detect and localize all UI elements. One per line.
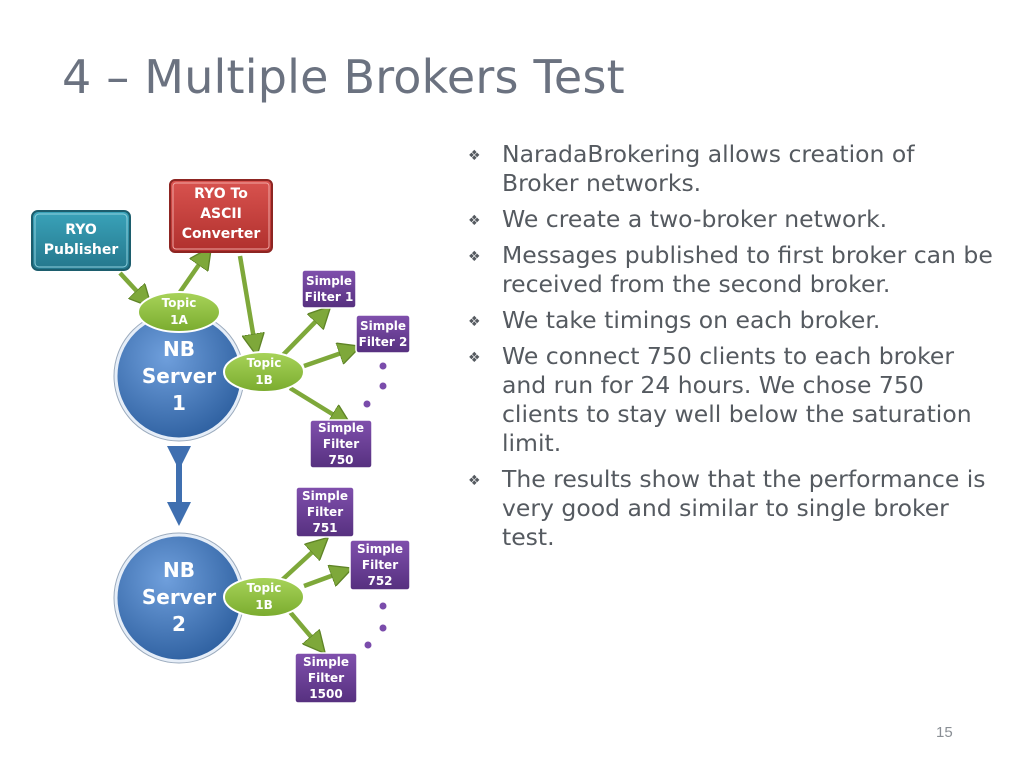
bullet-item: ❖Messages published to first broker can … <box>468 241 993 298</box>
filter-752-node: Simple Filter 752 <box>349 539 411 591</box>
diagram-label: Simple <box>357 542 403 556</box>
broker-network-diagram: RYO Publisher RYO To ASCII Converter NB … <box>31 179 411 704</box>
topic-1a-label-2: 1A <box>170 313 188 327</box>
bullet-item: ❖The results show that the performance i… <box>468 465 986 551</box>
diagram-label: Simple <box>302 489 348 503</box>
diagram-label: 751 <box>312 521 337 535</box>
server-1-label-3: 1 <box>172 391 186 415</box>
topic-1a-label-1: Topic <box>162 296 197 310</box>
diagram-label: Simple <box>360 319 406 333</box>
diagram-label: Simple <box>318 421 364 435</box>
arrow-topic1b-to-filter1 <box>280 314 323 358</box>
arrow-topic1b2-to-filter1500 <box>288 610 318 645</box>
arrow-topic1b2-to-filter751 <box>280 545 320 582</box>
server-2-label-1: NB <box>163 558 195 582</box>
server-2-label-2: Server <box>142 585 216 609</box>
diagram-label: 750 <box>328 453 353 467</box>
ryo-converter-node: RYO To ASCII Converter <box>169 179 273 253</box>
arrow-topic1b2-to-filter752 <box>303 572 342 589</box>
server-2-label-3: 2 <box>172 612 186 636</box>
ryo-publisher-label-2: Publisher <box>44 242 119 258</box>
diagram-label: Filter <box>362 558 398 572</box>
diagram-label: Simple <box>303 655 349 669</box>
ryo-converter-label-2: ASCII <box>200 206 242 222</box>
topic-1b-s2-label-2: 1B <box>255 598 273 612</box>
bullet-item: ❖We connect 750 clients to each broker a… <box>468 342 972 457</box>
ryo-converter-label-1: RYO To <box>194 186 248 202</box>
filter-2-node: Simple Filter 2 <box>355 314 411 354</box>
slide-title: 4 – Multiple Brokers Test <box>62 50 625 104</box>
bullet-item: ❖We take timings on each broker. <box>468 306 998 335</box>
topic-1b-s1-label-2: 1B <box>255 373 273 387</box>
bullet-diamond-icon: ❖ <box>468 473 481 489</box>
filter-1-node: Simple Filter 1 <box>301 269 357 309</box>
diagram-label: Filter <box>323 437 359 451</box>
bullet-diamond-icon: ❖ <box>468 213 481 229</box>
topic-1b-s2-label-1: Topic <box>247 581 282 595</box>
bullet-diamond-icon: ❖ <box>468 314 481 330</box>
server-1-label-1: NB <box>163 337 195 361</box>
diagram-label: 1500 <box>309 687 342 701</box>
ellipsis-dots-server1 <box>363 362 387 408</box>
ryo-publisher-node: RYO Publisher <box>31 210 131 271</box>
server-1-label-2: Server <box>142 364 216 388</box>
topic-1b-server2-node: Topic 1B <box>223 576 305 618</box>
ryo-converter-label-3: Converter <box>182 226 261 242</box>
arrow-converter-to-topic1b <box>237 255 255 345</box>
diagram-label: Filter 2 <box>359 335 408 349</box>
ellipsis-dots-server2 <box>364 602 387 649</box>
bullet-diamond-icon: ❖ <box>468 249 481 265</box>
arrow-topic1a-to-converter <box>178 256 205 294</box>
topic-1a-node: Topic 1A <box>137 291 221 333</box>
filter-1500-node: Simple Filter 1500 <box>294 652 358 704</box>
bullet-list: ❖NaradaBrokering allows creation of Brok… <box>468 140 998 559</box>
diagram-label: Filter <box>307 505 343 519</box>
diagram-label: Filter 1 <box>305 290 354 304</box>
bullet-item: ❖We create a two-broker network. <box>468 205 998 234</box>
filter-750-node: Simple Filter 750 <box>309 419 373 469</box>
page-number: 15 <box>936 724 953 741</box>
nb-server-2-node: NB Server 2 <box>113 532 245 664</box>
bullet-item: ❖NaradaBrokering allows creation of Brok… <box>468 140 915 197</box>
topic-1b-s1-label-1: Topic <box>247 356 282 370</box>
arrow-topic1b-to-filter750 <box>288 386 342 420</box>
arrow-topic1b-to-filter2 <box>303 350 350 369</box>
filter-751-node: Simple Filter 751 <box>295 486 355 538</box>
ryo-publisher-label-1: RYO <box>65 222 97 238</box>
diagram-label: Simple <box>306 274 352 288</box>
topic-1b-server1-node: Topic 1B <box>223 351 305 393</box>
arrow-publisher-to-topic1a <box>118 271 144 299</box>
diagram-label: Filter <box>308 671 344 685</box>
bullet-diamond-icon: ❖ <box>468 148 481 164</box>
bullet-diamond-icon: ❖ <box>468 350 481 366</box>
diagram-label: 752 <box>367 574 392 588</box>
